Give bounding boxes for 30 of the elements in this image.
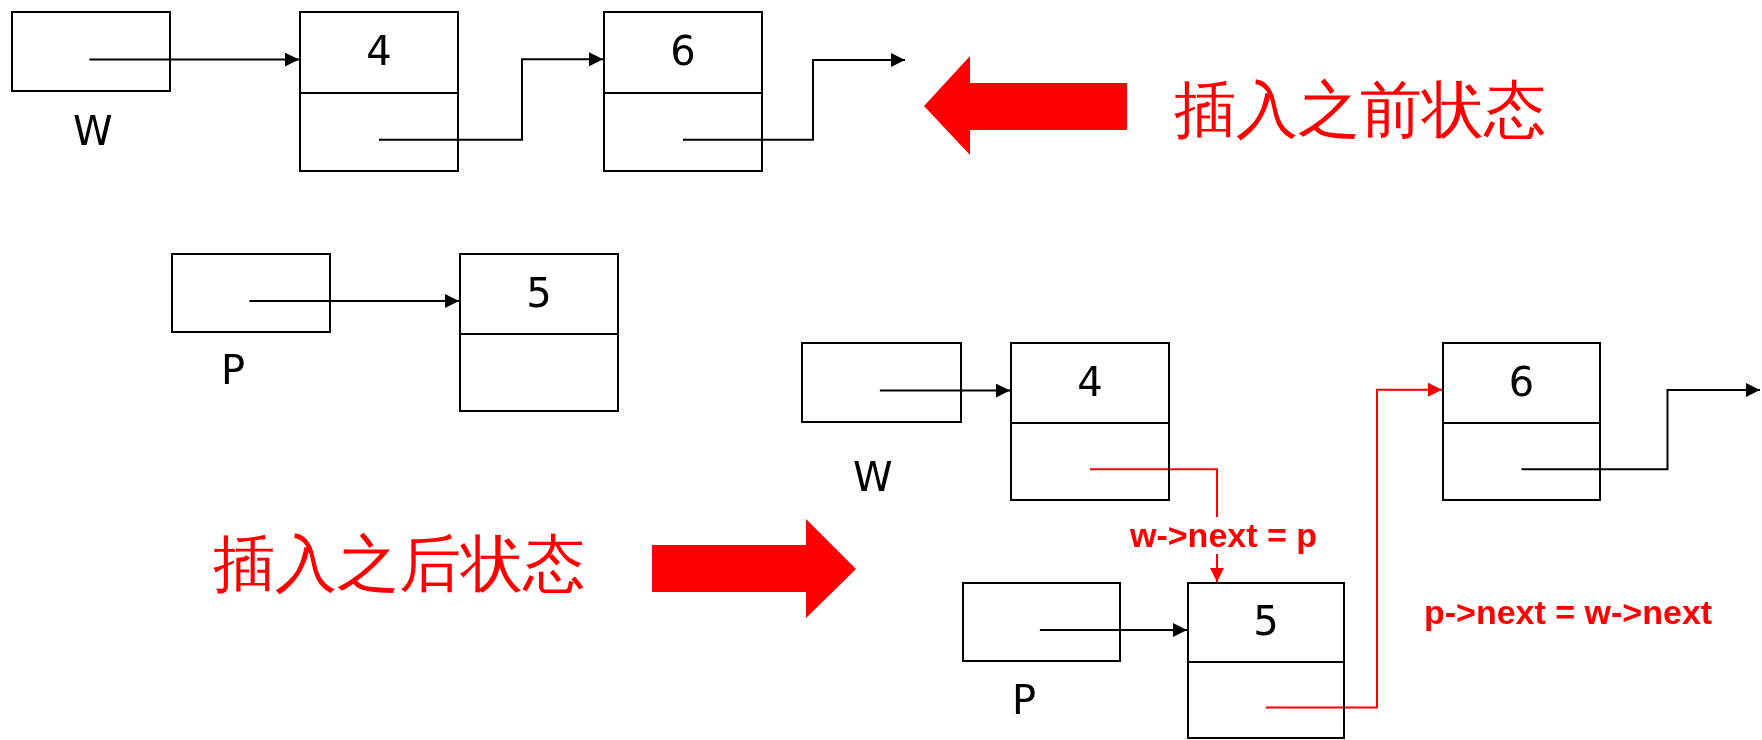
arrow: [878, 383, 1011, 398]
pointer-name: W: [853, 457, 893, 497]
node-value: 4: [365, 31, 393, 72]
pointer-box: [171, 253, 331, 333]
list-node: [1442, 342, 1601, 501]
arrow: [682, 53, 906, 141]
node-value: 5: [525, 272, 553, 313]
node-value: 4: [1076, 361, 1104, 402]
pointer-box: [801, 342, 962, 423]
list-node: [459, 253, 619, 412]
node-value: 6: [1507, 361, 1536, 402]
arrow: [248, 294, 460, 308]
arrow: [1265, 382, 1443, 709]
node-value: 5: [1252, 601, 1280, 642]
pointer-box: [11, 11, 171, 92]
list-node: [1010, 342, 1170, 501]
list-node: [1187, 582, 1345, 739]
list-node: [603, 11, 763, 172]
state-caption: 插入之前状态: [1174, 76, 1546, 145]
arrow: [1038, 623, 1188, 637]
node-value: 6: [669, 31, 697, 72]
arrow: [1520, 383, 1761, 471]
arrow: [88, 52, 300, 67]
pointer-box: [962, 582, 1121, 662]
pointer-name: P: [1012, 680, 1037, 720]
pointer-name: W: [73, 111, 113, 151]
arrow: [378, 52, 604, 141]
list-node: [299, 11, 459, 172]
state-caption: 插入之后状态: [213, 530, 585, 599]
pointer-name: P: [221, 350, 246, 390]
